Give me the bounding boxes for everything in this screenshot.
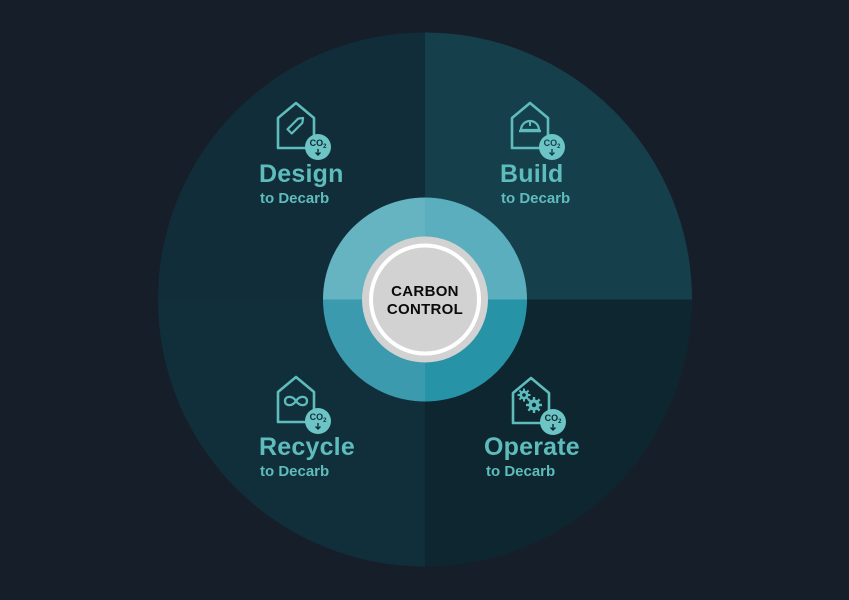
house-gears-icon: CO2 (511, 376, 566, 435)
svg-text:CO2: CO2 (310, 138, 328, 150)
label-design: Design to Decarb (259, 160, 344, 207)
operate-subtitle: to Decarb (486, 463, 556, 480)
svg-text:CO2: CO2 (545, 413, 563, 425)
center-label: CARBON CONTROL (365, 283, 485, 319)
design-title: Design (259, 160, 344, 188)
design-subtitle: to Decarb (260, 190, 330, 207)
center-ring (369, 243, 481, 356)
label-operate: Operate to Decarb (484, 433, 580, 480)
svg-text:CO2: CO2 (544, 138, 562, 150)
operate-title: Operate (484, 433, 580, 461)
recycle-subtitle: to Decarb (260, 463, 330, 480)
recycle-title: Recycle (259, 433, 355, 461)
build-title: Build (500, 160, 564, 188)
center-core (362, 236, 488, 363)
center-label-line2: CONTROL (386, 301, 464, 318)
label-build: Build to Decarb (500, 160, 571, 207)
house-infinity-icon: CO2 (276, 375, 331, 434)
label-recycle: Recycle to Decarb (259, 433, 355, 480)
house-hardhat-icon: CO2 (510, 101, 565, 160)
house-pencil-icon: CO2 (276, 101, 331, 160)
svg-text:CO2: CO2 (310, 412, 328, 424)
center-label-line1: CARBON (391, 283, 459, 300)
build-subtitle: to Decarb (501, 190, 571, 207)
